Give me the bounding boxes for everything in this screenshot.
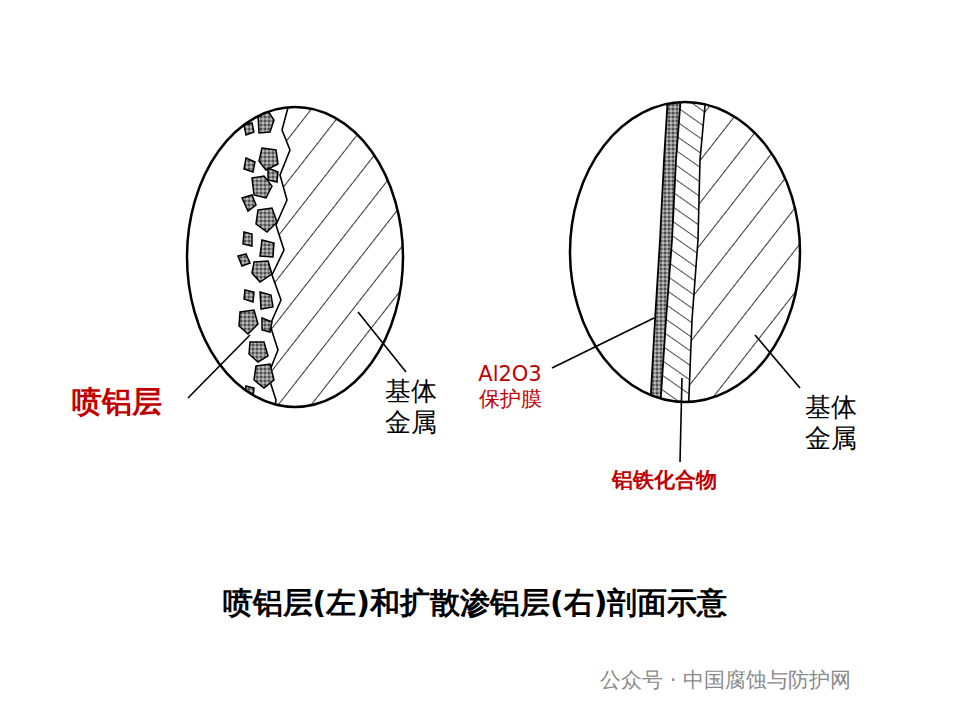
- caption: 喷铝层(左)和扩散渗铝层(右)剖面示意: [0, 585, 955, 621]
- sprayed-section: [238, 100, 420, 420]
- aluminized-section: [650, 95, 820, 420]
- part-label: 铝铁化合物: [612, 468, 717, 493]
- leader-lines: [188, 312, 800, 462]
- part-label: Al2O3 保护膜: [470, 362, 550, 412]
- part-label: 基体 金属: [800, 392, 862, 454]
- part-label: 喷铝层: [72, 384, 162, 420]
- part-label: 基体 金属: [380, 376, 442, 438]
- watermark: 公众号 · 中国腐蚀与防护网: [600, 668, 851, 693]
